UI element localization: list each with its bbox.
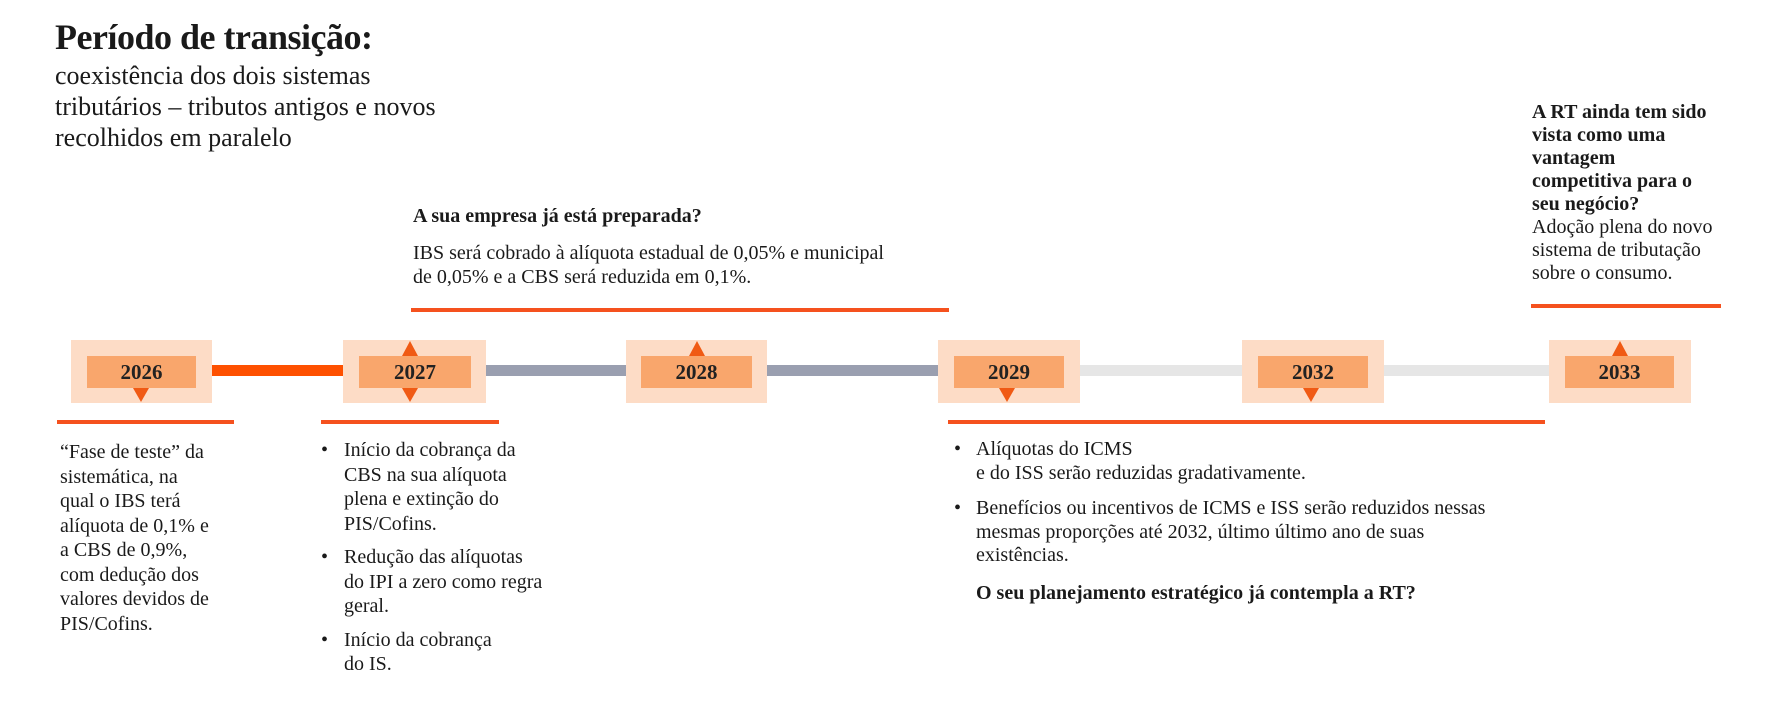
text-line: qual o IBS terá bbox=[60, 490, 181, 512]
callout-2033-underline bbox=[1531, 304, 1721, 308]
page-subtitle: coexistência dos dois sistemas tributári… bbox=[55, 60, 436, 153]
text-line: Benefícios ou incentivos de ICMS e ISS s… bbox=[976, 497, 1486, 519]
text-line: Início da cobrança bbox=[344, 628, 492, 651]
text-line: PIS/Cofins. bbox=[344, 512, 437, 535]
arrow-down-icon bbox=[999, 388, 1015, 402]
text-line: Redução das alíquotas bbox=[344, 546, 523, 568]
text-line: a CBS de 0,9%, bbox=[60, 539, 188, 561]
callout-2033-question-line: competitiva para o bbox=[1532, 170, 1692, 192]
milestone-2033: 2033 bbox=[1565, 356, 1674, 388]
section-2026-text: “Fase de teste” da sistemática, na qual … bbox=[60, 440, 209, 636]
text-line: PIS/Cofins. bbox=[60, 612, 153, 635]
arrow-up-icon bbox=[689, 341, 705, 356]
callout-2033: A RT ainda tem sido vista como uma vanta… bbox=[1532, 101, 1713, 285]
arrow-down-icon bbox=[1303, 388, 1319, 402]
bullet-icon: • bbox=[321, 546, 329, 568]
arrow-up-icon bbox=[1612, 341, 1628, 356]
callout-2033-question-line: vista como uma bbox=[1532, 124, 1666, 146]
callout-2033-line: sistema de tributação bbox=[1532, 239, 1701, 261]
milestone-2026: 2026 bbox=[87, 356, 196, 388]
subtitle-line: recolhidos em paralelo bbox=[55, 123, 292, 152]
bullet-icon: • bbox=[954, 497, 962, 519]
text-line: e do ISS serão reduzidas gradativamente. bbox=[976, 461, 1306, 484]
subtitle-line: coexistência dos dois sistemas bbox=[55, 61, 371, 90]
callout-2033-line: Adoção plena do novo bbox=[1532, 216, 1713, 238]
callout-2028-question: A sua empresa já está preparada? bbox=[413, 205, 702, 227]
section-2029-list: • Alíquotas do ICMS e do ISS serão reduz… bbox=[954, 438, 1485, 605]
arrow-down-icon bbox=[402, 388, 418, 402]
text-line: com dedução dos bbox=[60, 563, 199, 586]
list-item: • Início da cobrança do IS. bbox=[321, 628, 542, 677]
section-2026-line bbox=[57, 420, 234, 424]
callout-2033-question-line: vantagem bbox=[1532, 147, 1616, 169]
milestone-2032: 2032 bbox=[1258, 356, 1368, 388]
arrow-up-icon bbox=[402, 341, 418, 356]
text-line: geral. bbox=[344, 595, 389, 617]
list-item: • Início da cobrança da CBS na sua alíqu… bbox=[321, 438, 542, 536]
section-2027-list: • Início da cobrança da CBS na sua alíqu… bbox=[321, 438, 542, 677]
callout-2028-line: IBS será cobrado à alíquota estadual de … bbox=[413, 241, 884, 264]
list-item: • Alíquotas do ICMS e do ISS serão reduz… bbox=[954, 438, 1485, 485]
milestone-2029: 2029 bbox=[954, 356, 1064, 388]
text-line: valores devidos de bbox=[60, 588, 209, 610]
closing-question: O seu planejamento estratégico já contem… bbox=[976, 581, 1416, 604]
list-item: • Redução das alíquotas do IPI a zero co… bbox=[321, 545, 542, 619]
timeline-bar-orange bbox=[196, 365, 359, 376]
callout-2033-line: sobre o consumo. bbox=[1532, 262, 1673, 284]
subtitle-line: tributários – tributos antigos e novos bbox=[55, 92, 436, 121]
text-line: mesmas proporções até 2032, último últim… bbox=[976, 520, 1425, 543]
bullet-icon: • bbox=[321, 439, 329, 461]
callout-2033-question-line: A RT ainda tem sido bbox=[1532, 101, 1707, 123]
text-line: sistemática, na bbox=[60, 465, 178, 488]
text-line: alíquota de 0,1% e bbox=[60, 514, 209, 537]
arrow-down-icon bbox=[133, 388, 149, 402]
text-line: do IPI a zero como regra bbox=[344, 570, 543, 593]
milestone-2028: 2028 bbox=[641, 356, 752, 388]
page-title: Período de transição: bbox=[55, 17, 373, 57]
callout-2028: A sua empresa já está preparada? IBS ser… bbox=[413, 204, 884, 290]
text-line: “Fase de teste” da bbox=[60, 441, 204, 463]
callout-2033-question-line: seu negócio? bbox=[1532, 193, 1640, 215]
callout-2028-line: de 0,05% e a CBS será reduzida em 0,1%. bbox=[413, 266, 752, 288]
milestone-2027: 2027 bbox=[359, 356, 471, 388]
section-2029-line bbox=[948, 420, 1545, 424]
text-line: CBS na sua alíquota bbox=[344, 463, 507, 486]
bullet-icon: • bbox=[954, 438, 962, 460]
text-line: existências. bbox=[976, 544, 1069, 566]
text-line: do IS. bbox=[344, 653, 392, 675]
list-item: • Benefícios ou incentivos de ICMS e ISS… bbox=[954, 497, 1485, 568]
bullet-icon: • bbox=[321, 628, 329, 651]
section-2027-line bbox=[321, 420, 499, 424]
text-line: Alíquotas do ICMS bbox=[976, 438, 1133, 460]
callout-2028-underline bbox=[411, 308, 949, 312]
text-line: Início da cobrança da bbox=[344, 439, 516, 461]
text-line: plena e extinção do bbox=[344, 488, 499, 510]
